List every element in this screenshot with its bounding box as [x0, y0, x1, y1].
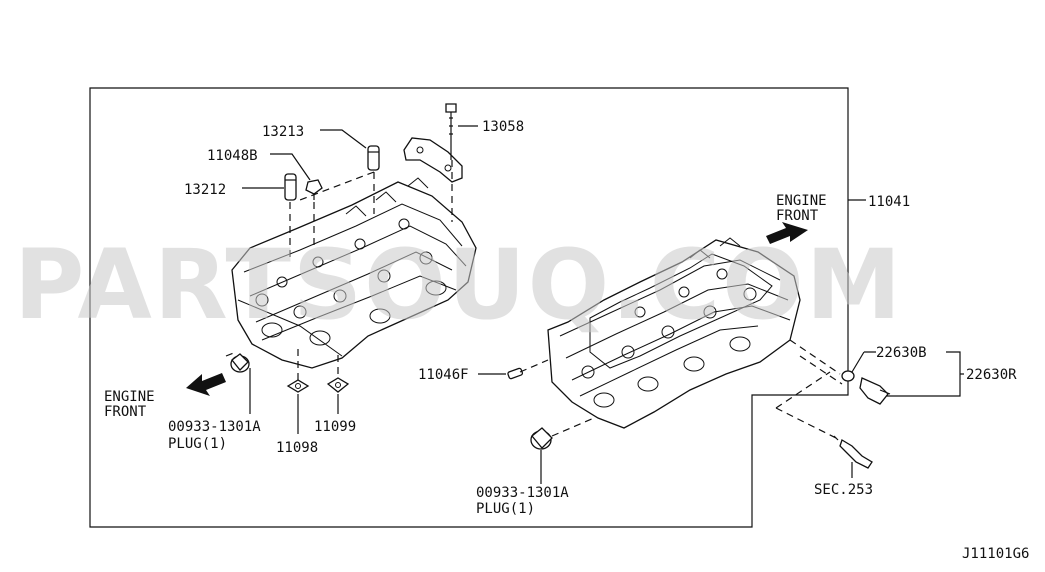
- engine-front-right-line1: ENGINE: [776, 193, 827, 209]
- watermark: PARTSOUQ.COM: [14, 229, 903, 341]
- part-number-11046f: 11046F: [418, 367, 469, 383]
- guide-lines-left: [225, 160, 453, 386]
- part-number-22630b: 22630B: [876, 345, 927, 361]
- cylinder-head-left: [231, 177, 477, 369]
- plug-right: [530, 427, 553, 450]
- sensor-22630r: [841, 370, 891, 405]
- plug-left-part-number: 00933-1301A: [168, 419, 261, 435]
- plug-left: [230, 353, 250, 373]
- pin-11046f: [507, 367, 524, 380]
- diagram-code: J11101G6: [962, 546, 1029, 562]
- part-number-11098: 11098: [276, 440, 318, 456]
- part-number-13058: 13058: [482, 119, 524, 135]
- plug-right-quantity: PLUG(1): [476, 501, 535, 517]
- engine-front-left-line1: ENGINE: [104, 389, 155, 405]
- pin-13213: [367, 145, 380, 171]
- leader-lines: [242, 125, 964, 484]
- part-number-13212: 13212: [184, 182, 226, 198]
- seal-11099: [326, 377, 350, 393]
- part-number-11041: 11041: [868, 194, 910, 210]
- bracket-13058: [403, 103, 463, 183]
- sensor-sec253: [833, 435, 873, 469]
- part-number-11099: 11099: [314, 419, 356, 435]
- plug-right-part-number: 00933-1301A: [476, 485, 569, 501]
- pin-13212: [284, 173, 297, 201]
- plug-left-quantity: PLUG(1): [168, 436, 227, 452]
- diagram-frame: [89, 87, 849, 528]
- engine-front-left-line2: FRONT: [104, 404, 147, 420]
- engine-front-arrow-left: [186, 373, 226, 396]
- seal-11098: [286, 379, 310, 393]
- engine-front-arrow-right: [766, 222, 808, 244]
- part-number-22630r: 22630R: [966, 367, 1017, 383]
- part-number-11048b: 11048B: [207, 148, 258, 164]
- part-number-13213: 13213: [262, 124, 304, 140]
- engine-front-right-line2: FRONT: [776, 208, 819, 224]
- guide-lines-right: [519, 339, 843, 439]
- section-ref-sec253: SEC.253: [814, 482, 873, 498]
- bolt-11048b: [305, 179, 323, 200]
